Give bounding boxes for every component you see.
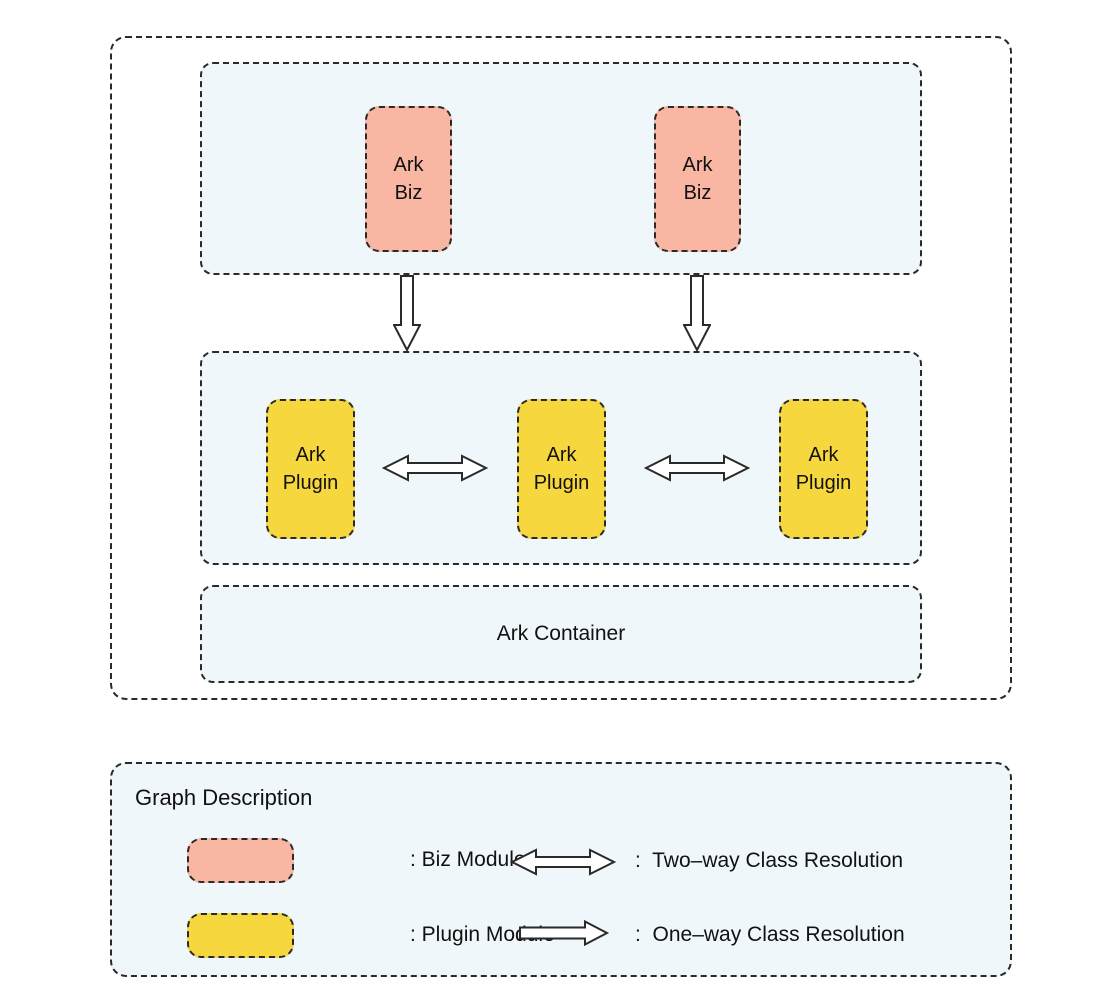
- ark-biz-box-1: Ark Biz: [365, 106, 452, 252]
- legend-one-way-label: : One–way Class Resolution: [635, 923, 905, 946]
- legend-two-way-label: : Two–way Class Resolution: [635, 849, 904, 872]
- ark-plugin-box-3: Ark Plugin: [779, 399, 868, 539]
- two-way-arrow-icon-1: [382, 454, 488, 482]
- ark-container-label: Ark Container: [496, 622, 626, 645]
- biz-layer: [200, 62, 922, 275]
- ark-biz-box-2: Ark Biz: [654, 106, 741, 252]
- ark-plugin-box-2: Ark Plugin: [517, 399, 606, 539]
- one-way-down-arrow-icon-2: [683, 275, 711, 352]
- legend-plugin-module-swatch: [187, 913, 294, 958]
- legend-biz-module-swatch: [187, 838, 294, 883]
- two-way-arrow-icon-2: [644, 454, 750, 482]
- legend-title: Graph Description: [135, 785, 313, 810]
- legend-panel: Graph Description : Biz Module : Two–way…: [110, 762, 1012, 977]
- ark-plugin-box-1: Ark Plugin: [266, 399, 355, 539]
- legend-one-way-arrow-icon: [519, 920, 610, 946]
- ark-container-box: Ark Container: [200, 585, 922, 683]
- legend-biz-module-label: : Biz Module: [410, 848, 526, 871]
- one-way-down-arrow-icon-1: [393, 275, 421, 352]
- legend-two-way-arrow-icon: [509, 848, 617, 876]
